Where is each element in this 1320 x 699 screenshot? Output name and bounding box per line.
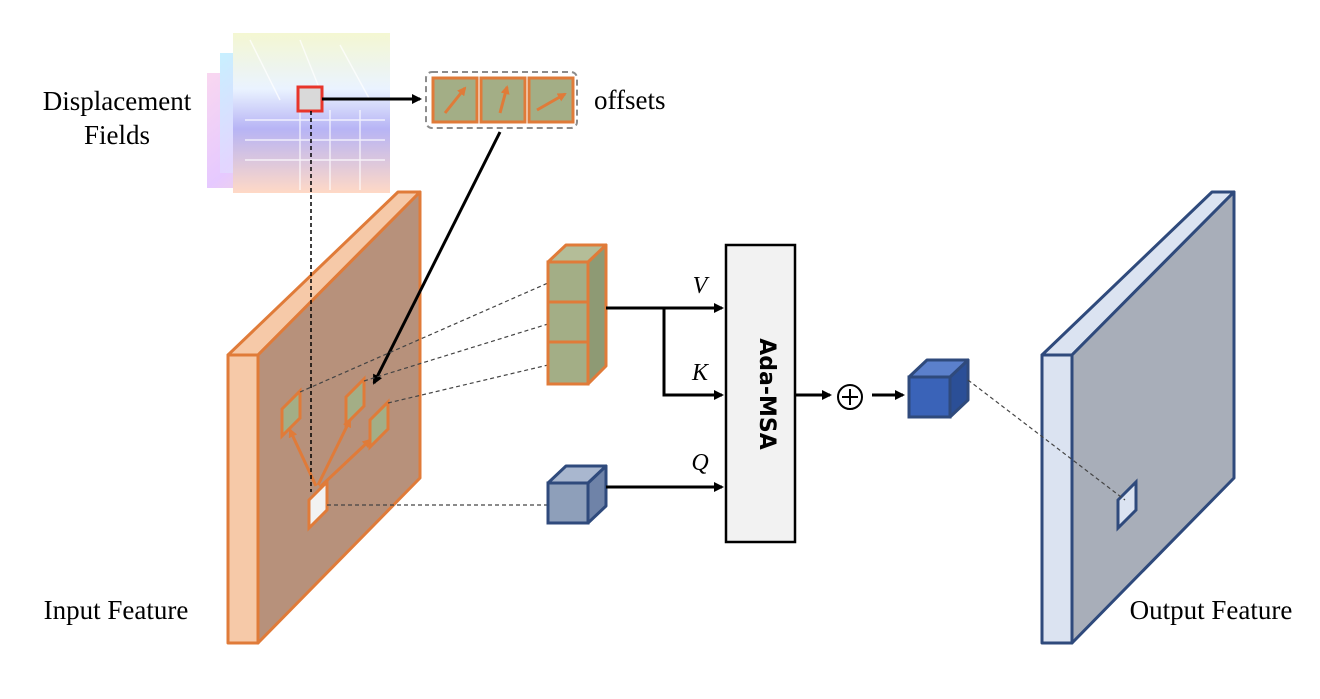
offsets-to-patch-arrow [372, 131, 502, 385]
sampled-patch-2 [344, 375, 366, 428]
input-feature-label: Input Feature [44, 595, 189, 625]
patch-to-cube-dashes [299, 282, 549, 506]
sampled-patch-1 [280, 387, 302, 440]
plus-circle-icon [837, 384, 863, 410]
sampled-patch-3 [368, 398, 390, 451]
kv-token-3 [546, 340, 590, 386]
sampling-arrow-3 [318, 438, 372, 489]
output-feature-label: Output Feature [1130, 595, 1293, 625]
output-token-cube [907, 358, 970, 419]
kv-token-stack [546, 243, 608, 386]
output-pixel [1116, 478, 1138, 532]
offset-cell-3 [527, 76, 575, 124]
offset-arrow-icon [443, 86, 467, 114]
output-feature-slab [1040, 190, 1236, 645]
k-label: K [691, 360, 710, 386]
offsets-group [425, 71, 578, 129]
q-cube-front [546, 481, 590, 525]
offset-arrow-icon [536, 92, 567, 112]
selected-pixel-marker [296, 85, 324, 113]
ada-msa-label: Ada-MSA [754, 338, 779, 450]
output-feature-front-face [1070, 190, 1236, 645]
v-label: V [693, 273, 710, 299]
offsets-dashed-box [425, 71, 578, 129]
q-label: Q [691, 450, 708, 476]
displacement-fields-stack [207, 33, 390, 193]
displacement-fields-label-line1: Displacement [43, 86, 192, 116]
field-texture [245, 39, 385, 190]
kv-token-2 [546, 300, 590, 344]
sampling-arrow-2 [316, 418, 352, 486]
offsets-label: offsets [594, 85, 666, 115]
displacement-fields-label-line2: Fields [84, 120, 150, 150]
query-token-cube [546, 464, 608, 525]
k-connector [662, 308, 724, 400]
ada-msa-block: Ada-MSA [724, 243, 797, 544]
input-feature-slab [226, 190, 422, 645]
offset-arrow-icon [498, 85, 510, 114]
ada-msa-box [724, 243, 797, 544]
output-feature-side-face [1040, 353, 1074, 645]
sampling-points [280, 375, 390, 532]
kv-token-1 [546, 260, 590, 304]
attention-inputs [606, 303, 724, 492]
input-feature-side-face [226, 353, 260, 645]
kv-stack-side [586, 243, 608, 386]
out-cube-front [907, 375, 952, 419]
cube-to-output-pixel-dashed [967, 379, 1126, 501]
input-feature-front-face [256, 190, 422, 645]
